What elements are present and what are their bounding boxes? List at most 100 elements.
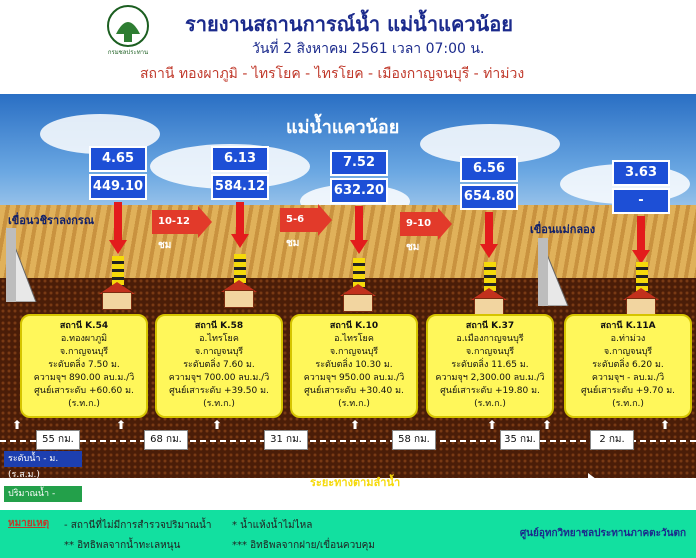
card-district: อ.ทองผาภูมิ: [60, 334, 108, 344]
station-5-arrow: [637, 216, 645, 252]
station-2-arrowhead: [231, 234, 249, 248]
card-district: อ.ท่าม่วง: [610, 334, 646, 344]
station-2-level: 6.13: [211, 146, 269, 172]
distance-1: 55 กม.: [36, 430, 80, 450]
station-card-2: สถานี K.58 อ.ไทรโยค จ.กาญจนบุรี ระดับตลิ…: [155, 314, 283, 418]
note-dry: * น้ำแห้งน้ำไม่ไหล: [232, 520, 313, 531]
dam-left-icon: [6, 228, 37, 302]
dam-left-label: เขื่อนวชิราลงกรณ: [8, 214, 95, 227]
station-3-gauge-icon: [340, 258, 376, 314]
station-2-gauge-icon: [221, 254, 257, 310]
report-title: รายงานสถานการณ์น้ำ แม่น้ำแควน้อย: [185, 12, 513, 36]
station-1-gauge-icon: [99, 256, 135, 312]
legend-flow: ปริมาณน้ำ - ลบ.ม./วิ: [4, 486, 82, 515]
note-weir: *** อิทธิพลจากฝาย/เขื่อนควบคุม: [232, 540, 375, 551]
river-direction-label: ระยะทางตามลำน้ำ: [310, 476, 401, 489]
card-province: จ.กาญจนบุรี: [329, 347, 379, 357]
card-station-name: สถานี K.10: [329, 321, 379, 331]
station-1-level: 4.65: [89, 146, 147, 172]
distance-6: 2 กม.: [590, 430, 634, 450]
distance-2: 68 กม.: [144, 430, 188, 450]
distance-4: 58 กม.: [392, 430, 436, 450]
station-card-3: สถานี K.10 อ.ไทรโยค จ.กาญจนบุรี ระดับตลิ…: [290, 314, 418, 418]
station-4-arrow: [485, 212, 493, 246]
msl-note: ร.ส.ม. = ระดับสมมุติ: [566, 492, 658, 503]
card-datum: ศูนย์เสาระดับ +39.50 ม.(ร.ท.ก.): [169, 386, 269, 409]
card-capacity: ความจุฯ - ลบ.ม./วิ: [591, 373, 665, 383]
river-direction-arrow-icon: [420, 473, 596, 485]
legend-level: ระดับน้ำ - ม. (ร.ส.ม.): [4, 451, 82, 480]
note-no-survey: - สถานีที่ไม่มีการสำรวจปริมาณน้ำ: [64, 520, 212, 531]
up-arrow-icon: ⬆: [12, 418, 23, 432]
logo-caption: กรมชลประทาน: [108, 49, 148, 56]
station-1-arrow: [114, 202, 122, 242]
card-bank-level: ระดับตลิ่ง 10.30 ม.: [315, 360, 393, 370]
card-capacity: ความจุฯ 950.00 ลบ.ม./วิ: [303, 373, 405, 383]
station-1-flow: 449.10: [89, 174, 147, 200]
legend-title: หมายเหตุ: [8, 518, 50, 529]
station-3-level: 7.52: [330, 150, 388, 176]
river-title: แม่น้ำแควน้อย: [286, 117, 400, 138]
card-province: จ.กาญจนบุรี: [59, 347, 109, 357]
legend-footer: หมายเหตุ - สถานีที่ไม่มีการสำรวจปริมาณน้…: [0, 510, 696, 558]
station-3-arrow: [355, 206, 363, 242]
card-datum: ศูนย์เสาระดับ +9.70 ม.(ร.ท.ก.): [580, 386, 676, 409]
station-5-level: 3.63: [612, 160, 670, 186]
dam-right-label: เขื่อนแม่กลอง: [530, 223, 596, 236]
travel-time-arrow-1: 10-12 ชม: [152, 206, 212, 251]
card-capacity: ความจุฯ 700.00 ลบ.ม./วิ: [168, 373, 270, 383]
card-bank-level: ระดับตลิ่ง 6.20 ม.: [592, 360, 664, 370]
card-bank-level: ระดับตลิ่ง 7.50 ม.: [48, 360, 120, 370]
card-province: จ.กาญจนบุรี: [603, 347, 653, 357]
report-header: กรมชลประทาน รายงานสถานการณ์น้ำ แม่น้ำแคว…: [0, 0, 696, 92]
note-tide: ** อิทธิพลจากน้ำทะเลหนุน: [64, 540, 181, 551]
up-arrow-icon: ⬆: [660, 418, 671, 432]
distance-3: 31 กม.: [264, 430, 308, 450]
station-5-gauge-icon: [623, 262, 659, 318]
station-5-arrowhead: [632, 250, 650, 264]
department-logo-icon: กรมชลประทาน: [107, 5, 149, 56]
card-datum: ศูนย์เสาระดับ +30.40 ม.(ร.ท.ก.): [304, 386, 404, 409]
card-capacity: ความจุฯ 2,300.00 ลบ.ม./วิ: [435, 373, 545, 383]
station-4-level: 6.56: [460, 156, 518, 182]
station-4-arrowhead: [480, 244, 498, 258]
card-district: อ.ไทรโยค: [199, 334, 239, 344]
dam-right-icon: [538, 238, 569, 306]
card-province: จ.กาญจนบุรี: [465, 347, 515, 357]
station-2-arrow: [236, 202, 244, 236]
station-4-flow: 654.80: [460, 184, 518, 210]
card-station-name: สถานี K.37: [465, 321, 515, 331]
up-arrow-icon: ⬆: [116, 418, 127, 432]
card-bank-level: ระดับตลิ่ง 7.60 ม.: [183, 360, 255, 370]
travel-time-arrow-2: 5-6 ชม: [280, 204, 332, 249]
card-bank-level: ระดับตลิ่ง 11.65 ม.: [451, 360, 529, 370]
up-arrow-icon: ⬆: [487, 418, 498, 432]
travel-time-arrow-3: 9-10 ชม: [400, 208, 452, 253]
distance-track: [0, 440, 696, 442]
up-arrow-icon: ⬆: [350, 418, 361, 432]
station-card-1: สถานี K.54 อ.ทองผาภูมิ จ.กาญจนบุรี ระดับ…: [20, 314, 148, 418]
station-5-flow: -: [612, 188, 670, 214]
station-2-flow: 584.12: [211, 174, 269, 200]
station-card-4: สถานี K.37 อ.เมืองกาญจนบุรี จ.กาญจนบุรี …: [426, 314, 554, 418]
station-3-arrowhead: [350, 240, 368, 254]
station-list: สถานี ทองผาภูมิ - ไทรโยค - ไทรโยค - เมือ…: [140, 66, 525, 82]
card-station-name: สถานี K.54: [59, 321, 109, 331]
up-arrow-icon: ⬆: [542, 418, 553, 432]
station-card-5: สถานี K.11A อ.ท่าม่วง จ.กาญจนบุรี ระดับต…: [564, 314, 692, 418]
station-3-flow: 632.20: [330, 178, 388, 204]
card-capacity: ความจุฯ 890.00 ลบ.ม./วิ: [33, 373, 135, 383]
card-district: อ.เมืองกาญจนบุรี: [456, 334, 524, 344]
card-datum: ศูนย์เสาระดับ +60.60 ม.(ร.ท.ก.): [34, 386, 134, 409]
station-4-gauge-icon: [471, 262, 507, 318]
distance-5: 35 กม.: [500, 430, 540, 450]
report-date: วันที่ 2 สิงหาคม 2561 เวลา 07:00 น.: [252, 41, 485, 57]
card-station-name: สถานี K.58: [194, 321, 244, 331]
card-station-name: สถานี K.11A: [600, 321, 656, 331]
up-arrow-icon: ⬆: [212, 418, 223, 432]
card-province: จ.กาญจนบุรี: [194, 347, 244, 357]
card-district: อ.ไทรโยค: [334, 334, 374, 344]
center-name: ศูนย์อุทกวิทยาชลประทานภาคตะวันตก: [519, 528, 686, 539]
card-datum: ศูนย์เสาระดับ +19.80 ม.(ร.ท.ก.): [440, 386, 540, 409]
